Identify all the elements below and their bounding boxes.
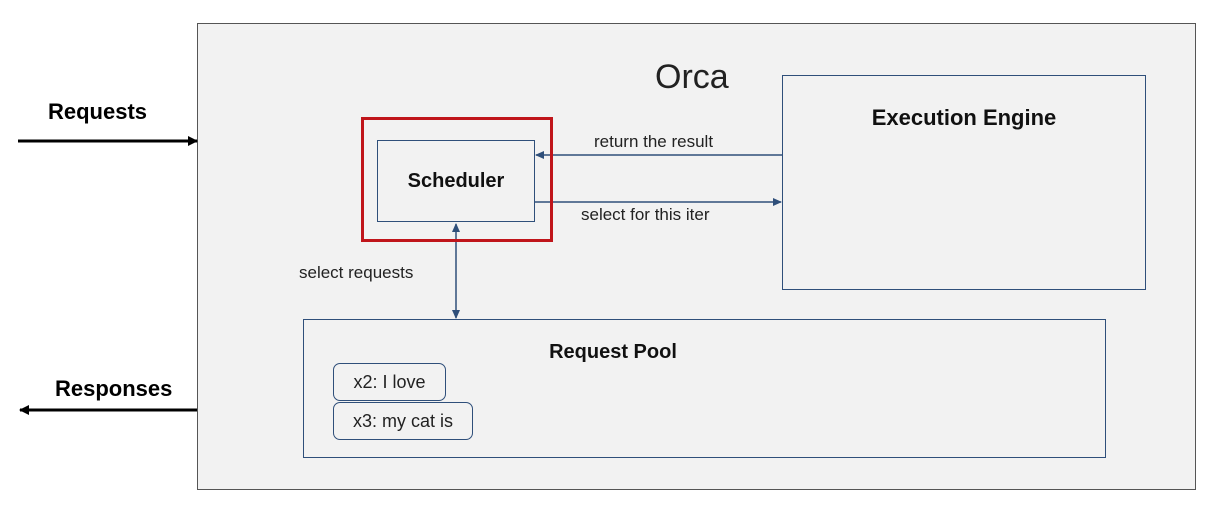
scheduler-label: Scheduler (407, 169, 505, 192)
scheduler-highlight (361, 117, 553, 242)
request-pool-label: Request Pool (549, 341, 677, 363)
pool-item: x3: my cat is (333, 402, 473, 440)
return-result-label: return the result (594, 132, 714, 151)
select-requests-label: select requests (299, 263, 414, 282)
select-iter-label: select for this iter (581, 205, 710, 224)
execution-engine-box (782, 75, 1146, 290)
responses-label: Responses (55, 376, 173, 401)
requests-label: Requests (48, 99, 148, 124)
execution-engine-label: Execution Engine (871, 105, 1057, 130)
scheduler-box: Scheduler (377, 140, 535, 222)
orca-title: Orca (655, 58, 729, 96)
pool-item: x2: I love (333, 363, 446, 401)
